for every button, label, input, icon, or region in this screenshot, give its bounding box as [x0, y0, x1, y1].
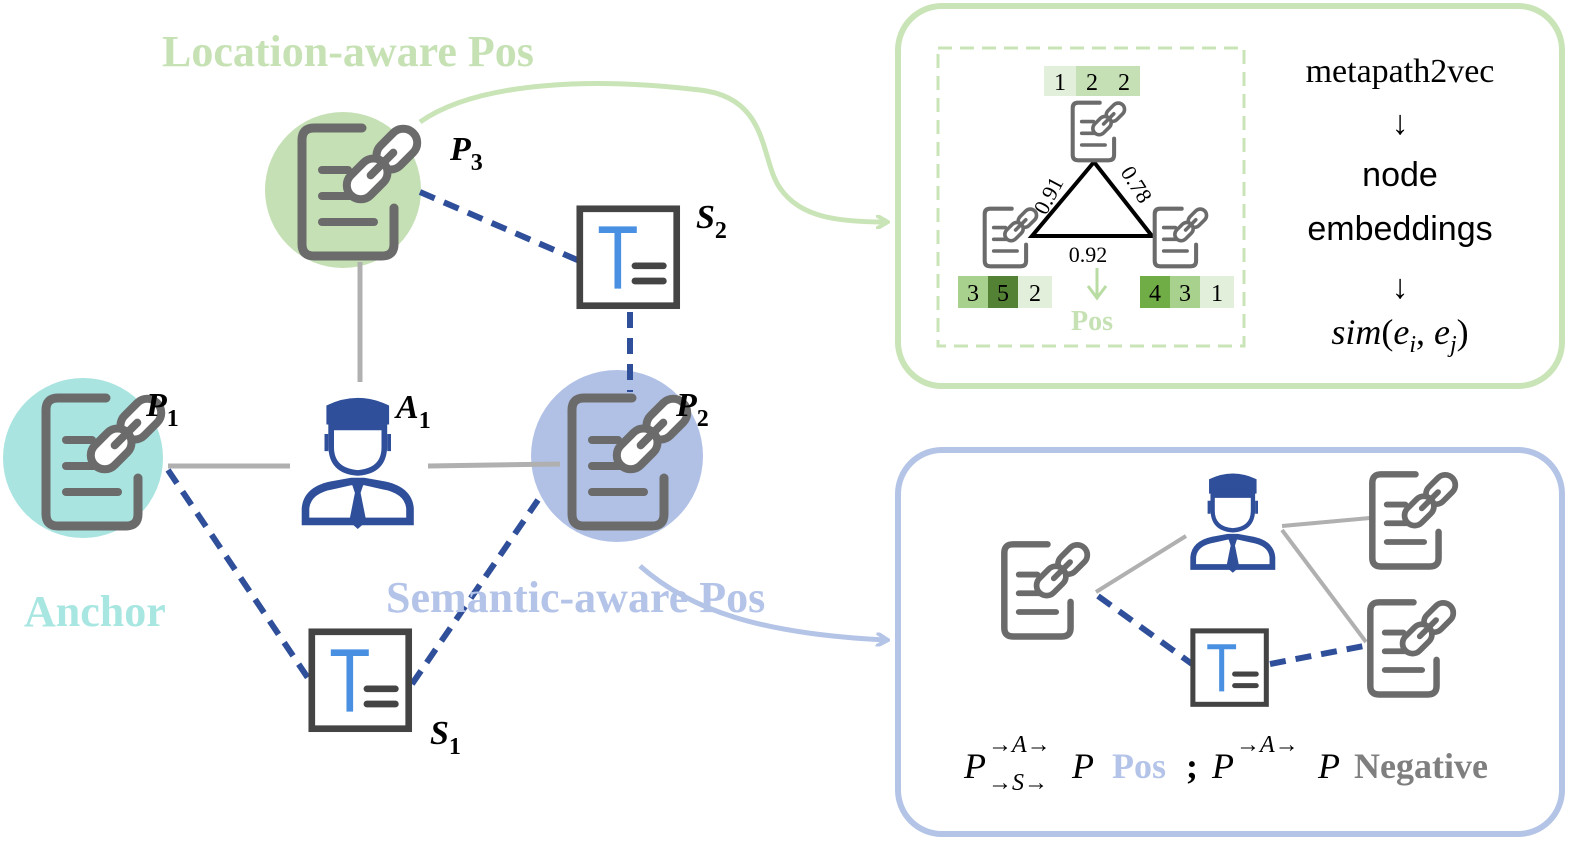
sem-edge-paper-author	[1094, 534, 1188, 594]
p2-label: P2	[675, 387, 709, 432]
formula-pos-base: P	[963, 746, 986, 786]
right-vector-cell: 1	[1211, 281, 1223, 307]
edge-s1-p2	[409, 498, 541, 686]
top-vector: 1 2 2	[1044, 66, 1140, 96]
formula-neg-base: P	[1211, 746, 1234, 786]
right-vector-cell: 4	[1149, 281, 1161, 307]
formula-pos-super: →A→	[988, 732, 1051, 758]
formula-negative-word: Negative	[1354, 746, 1488, 786]
left-vector-cell: 2	[1029, 281, 1041, 307]
edge-bottom-weight: 0.92	[1069, 242, 1108, 267]
semantic-connector-arrow	[638, 564, 886, 640]
edge-a1-p2	[427, 461, 561, 469]
location-panel	[895, 3, 1565, 389]
location-aware-pos-label: Location-aware Pos	[162, 27, 534, 76]
pipeline-sim-formula: sim(ei, ej)	[1331, 312, 1468, 358]
s1-label: S1	[430, 715, 461, 760]
top-vector-cell: 2	[1118, 70, 1130, 96]
formula-pos-word: Pos	[1112, 746, 1166, 786]
sem-edge-author-paper-top	[1281, 516, 1371, 528]
formula-pos-sub: →S→	[988, 770, 1048, 796]
location-example-dashed-box	[936, 46, 1246, 348]
semantic-aware-pos-label: Semantic-aware Pos	[386, 573, 765, 622]
p3-label: P3	[449, 131, 483, 176]
left-vector: 3 5 2	[958, 276, 1052, 308]
pos-label-green: Pos	[1071, 306, 1113, 337]
s1-text-icon	[312, 632, 409, 729]
pipeline-arrow-2: ↓	[1392, 269, 1409, 306]
left-vector-cell: 5	[997, 281, 1009, 307]
top-vector-cell: 2	[1086, 70, 1098, 96]
pipeline-step-node: node	[1362, 156, 1438, 194]
pipeline-step-embeddings: embeddings	[1307, 210, 1492, 248]
edge-p1-s1	[165, 468, 315, 686]
similarity-triangle	[1027, 158, 1157, 238]
formula-separator: ;	[1186, 746, 1198, 786]
pos-down-arrow	[1086, 268, 1108, 301]
sem-edge-author-paper-bottom	[1280, 528, 1368, 644]
a1-label: A1	[394, 389, 431, 434]
edge-p3-s2	[418, 189, 584, 265]
right-vector: 4 3 1	[1140, 276, 1234, 308]
formula-neg-end: P	[1317, 746, 1340, 786]
pipeline-step-metapath2vec: metapath2vec	[1306, 53, 1495, 90]
formula-pos-end: P	[1071, 746, 1094, 786]
anchor-label: Anchor	[24, 587, 166, 636]
location-connector-arrow	[418, 81, 886, 222]
sem-edge-paper-text	[1096, 593, 1194, 667]
s2-text-icon	[580, 209, 677, 306]
sem-text-icon	[1193, 631, 1266, 704]
sem-edge-text-paper	[1269, 643, 1365, 667]
s2-label: S2	[696, 199, 727, 244]
semantic-formula: P →A→ →S→ P Pos ; P →A→ P Negative	[963, 732, 1488, 796]
right-vector-cell: 3	[1179, 281, 1191, 307]
left-vector-cell: 3	[967, 281, 979, 307]
p1-label: P1	[145, 387, 179, 432]
pipeline-arrow-1: ↓	[1392, 105, 1409, 142]
top-vector-cell: 1	[1054, 70, 1066, 96]
formula-neg-super: →A→	[1236, 732, 1299, 758]
